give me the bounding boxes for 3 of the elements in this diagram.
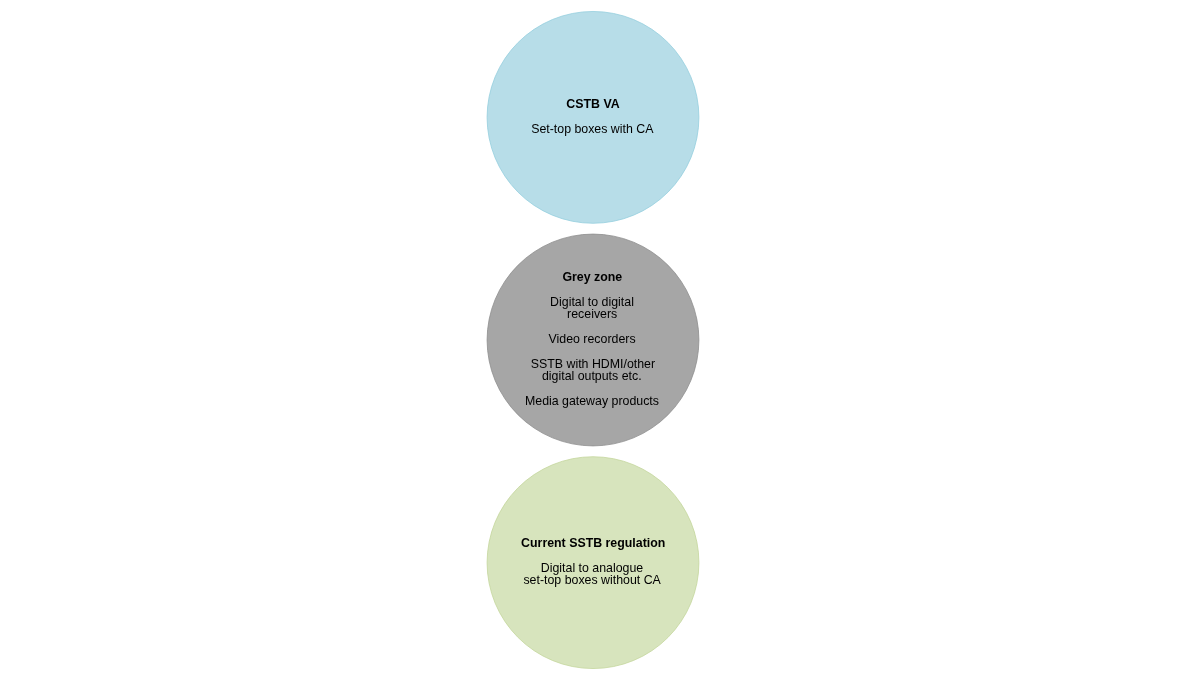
node-circle: CSTB VA Set-top boxes with CA xyxy=(486,11,700,224)
node-circle: Grey zone Digital to digital receivers Video recorders SSTB with HDMI/other digital outputs etc. Media gateway products xyxy=(486,233,700,447)
node-circle: Current SSTB regulation Digital to analogue set-top boxes without CA xyxy=(486,456,700,669)
